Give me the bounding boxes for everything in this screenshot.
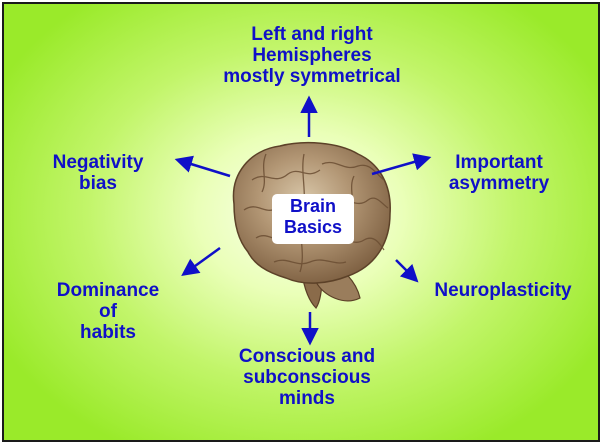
node-upper-right: Important asymmetry [424,152,574,194]
arrow-upper-right [372,158,428,174]
node-top: Left and right Hemispheres mostly symmet… [212,24,412,87]
arrow-upper-left [178,160,230,176]
arrow-lower-right [396,260,416,280]
node-upper-left: Negativity bias [38,152,158,194]
arrow-lower-left [184,248,220,274]
node-bottom: Conscious and subconscious minds [212,346,402,409]
node-lower-left: Dominance of habits [38,280,178,343]
node-lower-right: Neuroplasticity [418,280,588,301]
center-label-brain-basics: Brain Basics [272,194,354,244]
